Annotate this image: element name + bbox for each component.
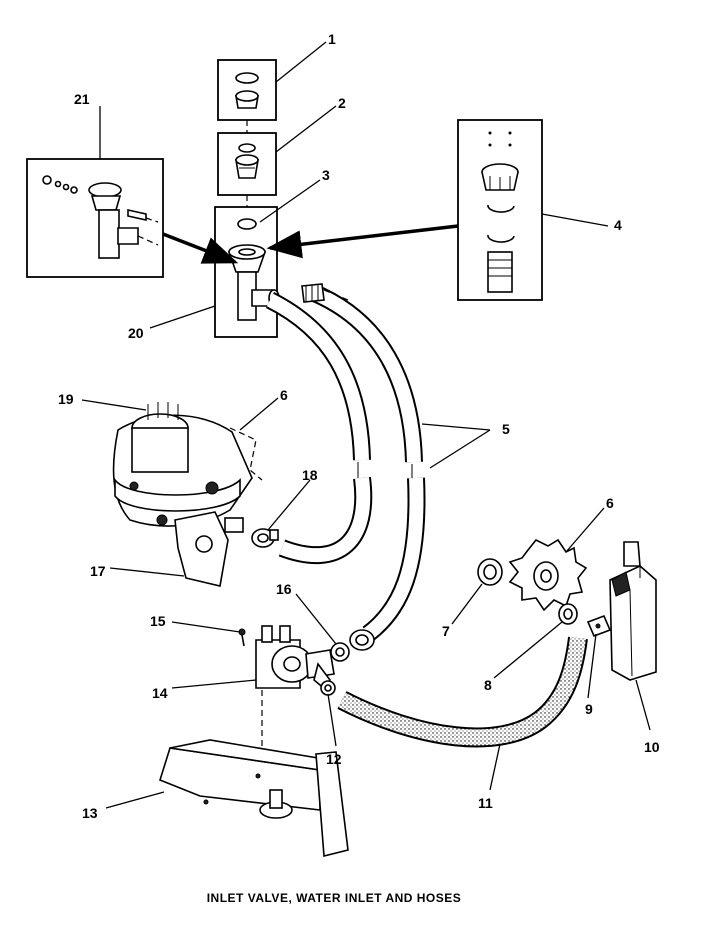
part-11-hose — [337, 636, 588, 748]
callout-7: 7 — [442, 623, 450, 639]
callout-10: 10 — [644, 739, 660, 755]
callout-15: 15 — [150, 613, 166, 629]
part-10-dispenser — [609, 541, 657, 681]
part-7-grommet — [477, 558, 503, 586]
diagram-caption: INLET VALVE, WATER INLET AND HOSES — [207, 891, 462, 905]
callout-11: 11 — [478, 795, 493, 811]
callout-16: 16 — [276, 581, 292, 597]
part-6-cabinet-section — [508, 538, 588, 612]
callout-3: 3 — [322, 167, 330, 183]
part-1-cap — [217, 59, 277, 121]
pointer-arrow-4 — [266, 224, 459, 259]
part-18-clamp — [251, 528, 279, 548]
part-5-hoses-lower — [278, 462, 426, 651]
callout-6-upper: 6 — [280, 387, 288, 403]
part-4-nut-rings — [457, 119, 543, 301]
callout-18: 18 — [302, 467, 318, 483]
callout-4: 4 — [614, 217, 622, 233]
part-8-ring — [558, 603, 578, 625]
part-12-clamp — [320, 680, 336, 696]
callout-8: 8 — [484, 677, 492, 693]
callout-2: 2 — [338, 95, 346, 111]
callout-12: 12 — [326, 751, 342, 767]
callout-5: 5 — [502, 421, 510, 437]
part-16-washer — [330, 642, 350, 662]
callout-19: 19 — [58, 391, 74, 407]
callout-17: 17 — [90, 563, 106, 579]
part-19-pressure-switch-assembly — [112, 402, 263, 587]
pointer-arrow-21 — [162, 232, 239, 264]
part-2-filter — [217, 132, 277, 196]
part-14-inlet-valve — [255, 625, 335, 692]
leader-lines — [81, 41, 651, 809]
callout-1: 1 — [328, 31, 336, 47]
callout-9: 9 — [585, 701, 593, 717]
part-13-bracket — [159, 739, 349, 858]
callout-14: 14 — [152, 685, 168, 701]
callout-6-right: 6 — [606, 495, 614, 511]
callout-21: 21 — [74, 91, 90, 107]
part-21-tower-assembly — [26, 158, 164, 278]
callout-20: 20 — [128, 325, 144, 341]
callout-labels: 1 2 3 4 5 6 6 7 8 9 10 11 12 13 14 15 16… — [58, 31, 660, 821]
part-5-hoses — [265, 283, 423, 463]
part-9-fitting — [586, 614, 612, 638]
callout-13: 13 — [82, 805, 98, 821]
part-20-inlet-tower — [214, 206, 280, 338]
